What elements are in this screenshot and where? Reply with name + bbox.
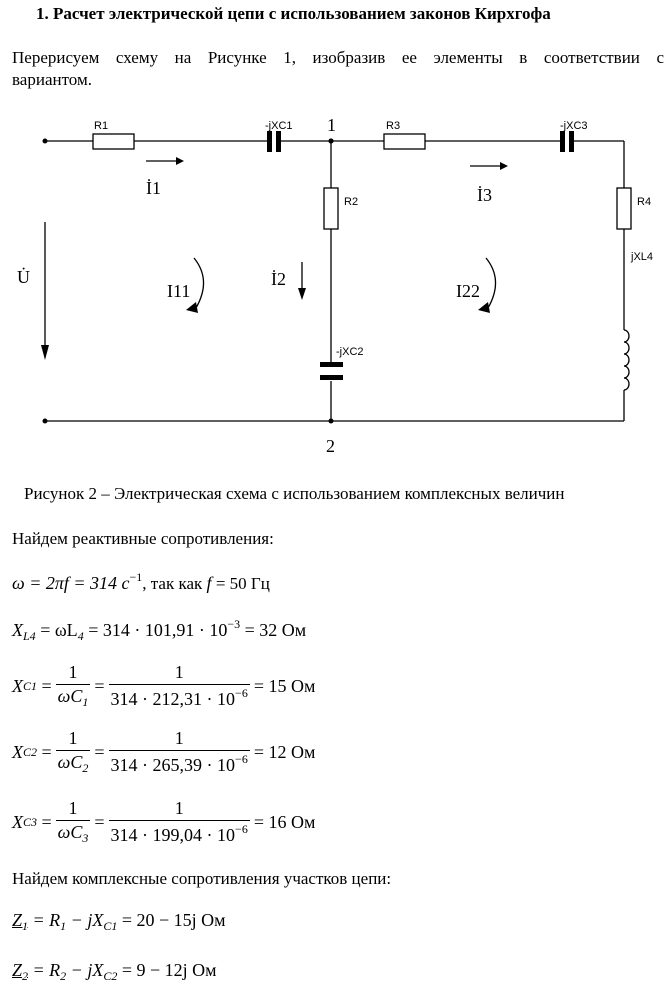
z2-formula: Z2 = R2 − jXC2 = 9 − 12j Ом	[12, 960, 217, 983]
figure-caption: Рисунок 2 – Электрическая схема с исполь…	[24, 484, 565, 503]
intro-paragraph: Перерисуем схему на Рисунке 1, изобразив…	[12, 48, 664, 67]
label-i1: İ1	[146, 178, 161, 198]
label-node2: 2	[326, 436, 335, 456]
circuit-diagram: R1 -jXC1 1 R3 -jXC3 İ1 İ3 R2 R4 U̇ I11 İ…	[17, 115, 653, 456]
label-r3: R3	[386, 120, 400, 132]
label-i22: I22	[456, 281, 480, 301]
label-c1: -jXC1	[265, 120, 293, 132]
xl4-formula: XL4 = ωL4 = 314 · 101,91 · 10−3 = 32 Ом	[12, 617, 307, 643]
label-i3: İ3	[477, 185, 492, 205]
complex-heading: Найдем комплексные сопротивления участко…	[12, 869, 392, 888]
z1-formula: Z1 = R1 − jXC1 = 20 − 15j Ом	[12, 910, 226, 933]
label-u: U̇	[17, 266, 30, 287]
label-node1: 1	[327, 115, 336, 135]
label-i2: İ2	[271, 269, 286, 289]
label-i11: I11	[167, 281, 190, 301]
label-r1: R1	[94, 120, 108, 132]
section-title: 1. Расчет электрической цепи с использов…	[36, 4, 551, 23]
label-r4: R4	[637, 196, 651, 208]
reactive-heading: Найдем реактивные сопротивления:	[12, 529, 274, 548]
label-l4: jXL4	[630, 251, 653, 263]
intro-paragraph-cont: вариантом.	[12, 70, 92, 89]
label-c3: -jXC3	[560, 120, 588, 132]
label-r2: R2	[344, 196, 358, 208]
omega-formula: ω = 2πf = 314 с−1, так как f = 50 Гц	[12, 570, 270, 593]
label-c2: -jXC2	[336, 346, 364, 358]
